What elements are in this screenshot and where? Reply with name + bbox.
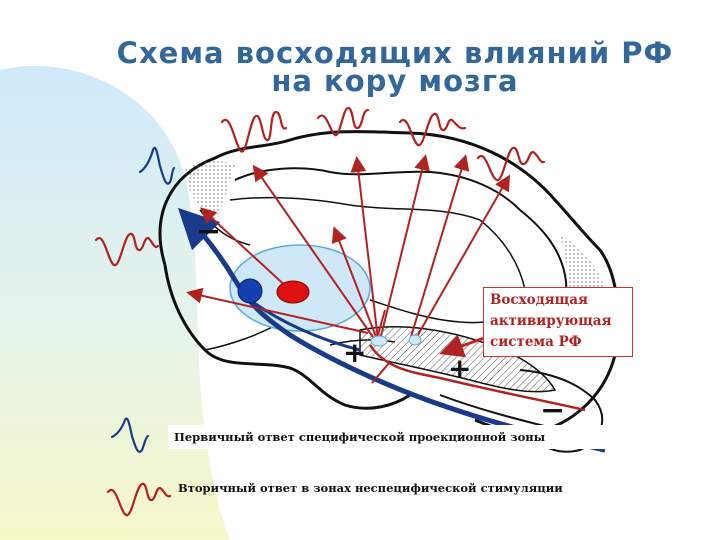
eeg-wave-5 (96, 234, 158, 265)
rf-node-2 (409, 335, 421, 345)
callout-line-2: активирующая (490, 311, 626, 332)
legend-red-wave-icon (108, 484, 170, 515)
red-nucleus (277, 281, 309, 303)
blue-eeg-wave-primary (140, 148, 174, 184)
minus-sign-cerebellum: − (540, 393, 565, 428)
legend-primary-response-label: Первичный ответ специфической проекционн… (168, 425, 608, 449)
blue-nucleus (238, 279, 262, 303)
frontal-dotted-region (185, 161, 235, 220)
callout-line-3: система РФ (490, 332, 626, 353)
rf-node-1 (371, 336, 387, 346)
legend-secondary-response-label: Вторичный ответ в зонах неспецифической … (178, 481, 563, 495)
minus-sign-frontal: − (196, 214, 221, 249)
legend-blue-wave-icon (112, 419, 148, 452)
plus-sign-right: + (448, 352, 471, 385)
plus-sign-left: + (343, 336, 366, 369)
callout-line-1: Восходящая (490, 290, 626, 311)
ascending-activating-system-callout: Восходящая активирующая система РФ (483, 287, 633, 357)
red-eeg-waves (96, 108, 544, 265)
